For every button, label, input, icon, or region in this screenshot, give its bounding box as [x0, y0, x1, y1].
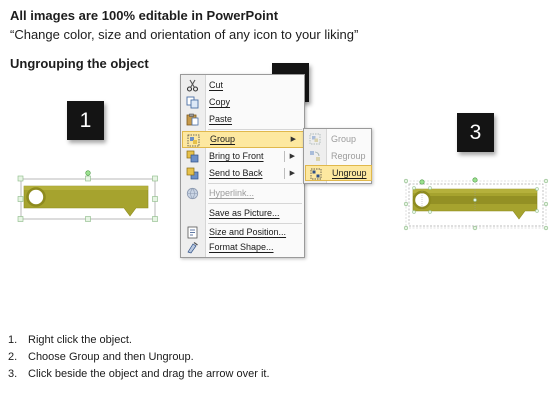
instruction-step: 2.Choose Group and then Ungroup. — [8, 351, 194, 363]
menu-item-label: Paste — [209, 114, 233, 124]
menu-item-label: Save as Picture... — [209, 208, 280, 218]
menu-separator — [208, 129, 302, 130]
instruction-step: 3.Click beside the object and drag the a… — [8, 368, 270, 380]
instruction-text: Choose Group and then Ungroup. — [28, 351, 194, 363]
scissors-icon — [186, 79, 199, 92]
menu-item-label: Bring to Front — [209, 151, 264, 161]
split-divider — [284, 151, 285, 162]
size-position-icon — [187, 226, 198, 239]
rotation-handle — [85, 170, 91, 176]
subline: “Change color, size and orientation of a… — [10, 27, 359, 42]
menu-item-copy[interactable]: Copy — [182, 94, 303, 111]
submenu-arrow-icon: ▶ — [290, 136, 296, 143]
menu-item-label: Hyperlink... — [209, 188, 255, 198]
menu-item-save-as-picture[interactable]: Save as Picture... — [182, 205, 303, 222]
menu-item-send-to-back[interactable]: Send to Back ▶ — [182, 165, 303, 182]
menu-item-group[interactable]: Group ▶ — [182, 131, 305, 148]
group-icon — [187, 134, 200, 147]
section-title: Ungrouping the object — [10, 56, 149, 71]
menu-item-label: Size and Position... — [209, 227, 287, 237]
menu-item-paste[interactable]: Paste — [182, 111, 303, 128]
group-submenu: Group Regroup Ungroup — [303, 128, 372, 184]
menu-item-label: Cut — [209, 80, 224, 90]
submenu-item-regroup[interactable]: Regroup — [305, 148, 370, 164]
send-to-back-icon — [186, 167, 199, 180]
menu-item-bring-to-front[interactable]: Bring to Front ▶ — [182, 148, 303, 165]
ungroup-icon — [310, 168, 322, 180]
instruction-step: 1.Right click the object. — [8, 334, 132, 346]
submenu-item-group[interactable]: Group — [305, 131, 370, 147]
instruction-text: Right click the object. — [28, 334, 132, 346]
context-menu: Cut Copy Paste Group ▶ Bring to Front — [180, 74, 305, 258]
instruction-list: 1.Right click the object. 2.Choose Group… — [8, 332, 270, 383]
menu-item-format-shape[interactable]: Format Shape... — [182, 239, 303, 256]
submenu-arrow-icon[interactable]: ▶ — [289, 153, 295, 160]
menu-separator — [208, 203, 302, 204]
ungrouped-callout-object[interactable] — [403, 177, 551, 233]
copy-icon — [186, 96, 199, 109]
menu-separator — [208, 183, 302, 184]
hyperlink-icon — [186, 187, 199, 200]
submenu-arrow-icon[interactable]: ▶ — [289, 170, 295, 177]
submenu-item-ungroup[interactable]: Ungroup — [305, 165, 372, 181]
step-badge-3: 3 — [457, 113, 494, 152]
menu-item-size-and-position[interactable]: Size and Position... — [182, 224, 303, 241]
instruction-text: Click beside the object and drag the arr… — [28, 368, 270, 380]
menu-item-hyperlink[interactable]: Hyperlink... — [182, 185, 303, 202]
submenu-item-label: Regroup — [331, 151, 366, 161]
grouped-callout-object[interactable] — [14, 170, 164, 228]
menu-item-label: Format Shape... — [209, 242, 274, 252]
menu-item-label: Copy — [209, 97, 231, 107]
group-icon — [309, 133, 321, 145]
menu-item-label: Send to Back — [209, 168, 263, 178]
split-divider — [284, 168, 285, 179]
paste-icon — [186, 113, 199, 126]
submenu-item-label: Group — [331, 134, 357, 144]
menu-item-label: Group — [210, 134, 236, 144]
callout-circle — [26, 187, 46, 207]
submenu-item-label: Ungroup — [332, 168, 367, 178]
selection-box — [408, 183, 544, 227]
format-shape-icon — [187, 241, 198, 254]
regroup-icon — [310, 151, 320, 161]
menu-item-cut[interactable]: Cut — [182, 77, 303, 94]
menu-separator — [208, 223, 302, 224]
step-badge-1: 1 — [67, 101, 104, 140]
bring-to-front-icon — [186, 150, 199, 163]
headline: All images are 100% editable in PowerPoi… — [10, 8, 279, 23]
